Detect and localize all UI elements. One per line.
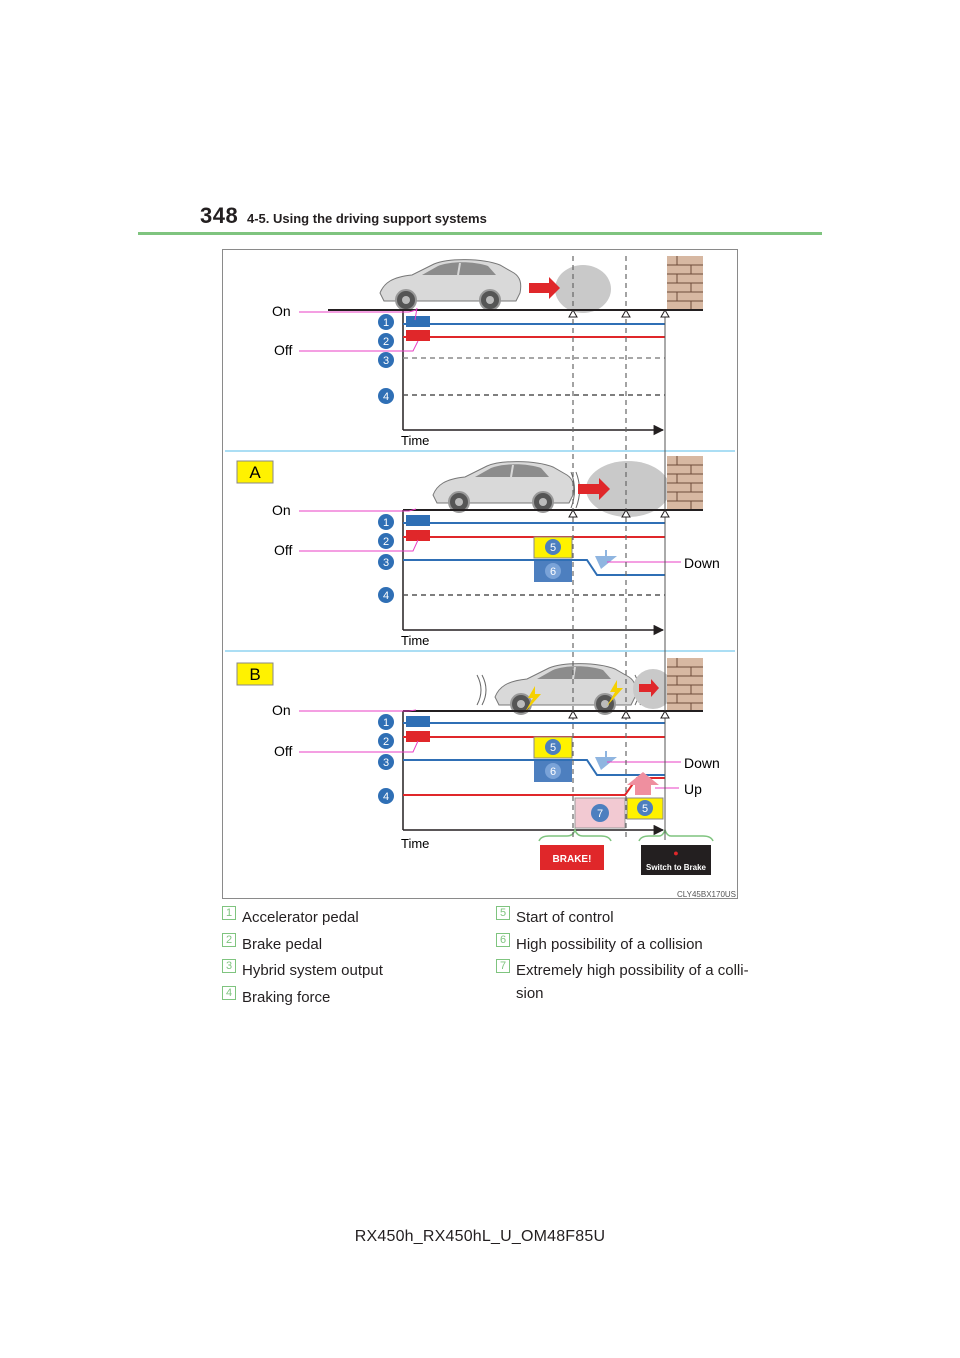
off-label: Off <box>274 342 293 358</box>
down-label: Down <box>684 755 720 771</box>
footer-code: RX450h_RX450hL_U_OM48F85U <box>354 1228 606 1245</box>
accelerator-bar <box>406 716 430 727</box>
up-arrow <box>627 772 659 795</box>
svg-text:4: 4 <box>383 791 389 803</box>
svg-text:3: 3 <box>383 355 389 367</box>
up-label: Up <box>684 781 702 797</box>
svg-text:6: 6 <box>550 766 556 778</box>
brick-wall <box>666 255 704 311</box>
timing-triangles <box>568 308 670 719</box>
red-motion-arrow <box>639 679 659 697</box>
header-rule <box>138 232 822 235</box>
badge-5: 5 <box>533 536 573 559</box>
down-label: Down <box>684 555 720 571</box>
down-arrow <box>595 751 617 770</box>
warning-icon: ● <box>673 848 678 858</box>
panel-tag-a <box>236 460 274 484</box>
page-number: 348 <box>200 203 239 228</box>
panel-tag-b <box>236 662 274 686</box>
marker-3: 3 <box>378 554 394 570</box>
time-label: Time <box>401 836 429 851</box>
car-image <box>432 460 575 513</box>
switch-to-brake-display: ● Switch to Brake <box>641 845 711 875</box>
red-motion-arrow <box>529 277 560 299</box>
svg-text:Switch to Brake: Switch to Brake <box>646 863 707 872</box>
brick-wall <box>666 657 704 713</box>
badge-5-second: 5 <box>626 797 664 820</box>
badge-6: 6 <box>534 761 572 782</box>
svg-text:B: B <box>249 665 260 684</box>
svg-text:5: 5 <box>550 742 556 754</box>
section-title: 4-5. Using the driving support systems <box>247 211 487 226</box>
badge-5: 5 <box>533 736 573 759</box>
figure-code: CLY45BX170US <box>677 890 736 899</box>
marker-1: 1 <box>378 514 394 530</box>
marker-4: 4 <box>378 788 394 804</box>
marker-1: 1 <box>378 714 394 730</box>
marker-2: 2 <box>378 533 394 549</box>
svg-text:1: 1 <box>383 317 389 329</box>
svg-text:6: 6 <box>550 566 556 578</box>
svg-text:1: 1 <box>383 517 389 529</box>
svg-text:A: A <box>249 463 261 482</box>
svg-text:2: 2 <box>383 736 389 748</box>
marker-1: 1 <box>378 314 394 330</box>
accelerator-bar <box>406 316 430 327</box>
marker-2: 2 <box>378 333 394 349</box>
marker-4: 4 <box>378 587 394 603</box>
svg-text:1: 1 <box>383 717 389 729</box>
brake-bar <box>406 330 430 341</box>
marker-2: 2 <box>378 733 394 749</box>
badge-7: 7 <box>591 804 609 822</box>
svg-text:4: 4 <box>383 391 389 403</box>
svg-text:2: 2 <box>383 536 389 548</box>
svg-text:3: 3 <box>383 557 389 569</box>
svg-text:BRAKE!: BRAKE! <box>553 854 592 865</box>
on-label: On <box>272 502 291 518</box>
sensor-beam <box>555 265 611 313</box>
svg-text:4: 4 <box>383 590 389 602</box>
on-label: On <box>272 303 291 319</box>
svg-text:2: 2 <box>383 336 389 348</box>
brake-bar <box>406 731 430 742</box>
marker-4: 4 <box>378 388 394 404</box>
timing-lines <box>572 256 627 840</box>
time-label: Time <box>401 433 429 448</box>
panel-1-normal: Time 1 2 3 4 On Off <box>272 255 704 448</box>
sensor-beam <box>586 461 670 517</box>
marker-3: 3 <box>378 754 394 770</box>
svg-text:5: 5 <box>550 542 556 554</box>
brake-bar <box>406 530 430 541</box>
time-label: Time <box>401 633 429 648</box>
svg-text:3: 3 <box>383 757 389 769</box>
svg-text:5: 5 <box>642 803 648 815</box>
red-motion-arrow <box>578 478 610 500</box>
off-label: Off <box>274 542 293 558</box>
panel-b: B Time 1 2 3 4 5 6 7 5 Down Up On Off <box>236 657 720 875</box>
svg-text:7: 7 <box>597 808 603 820</box>
panel-a: A Time 1 2 3 4 5 6 Down On Off <box>236 455 720 648</box>
on-label: On <box>272 702 291 718</box>
brick-wall <box>666 455 704 511</box>
car-image <box>379 258 522 311</box>
accelerator-bar <box>406 515 430 526</box>
timing-diagram-figure: Time 1 2 3 4 On Off A Time 1 <box>222 249 738 899</box>
marker-3: 3 <box>378 352 394 368</box>
off-label: Off <box>274 743 293 759</box>
badge-6: 6 <box>534 561 572 582</box>
down-arrow <box>595 550 617 569</box>
brake-warning-display: BRAKE! <box>540 845 604 870</box>
